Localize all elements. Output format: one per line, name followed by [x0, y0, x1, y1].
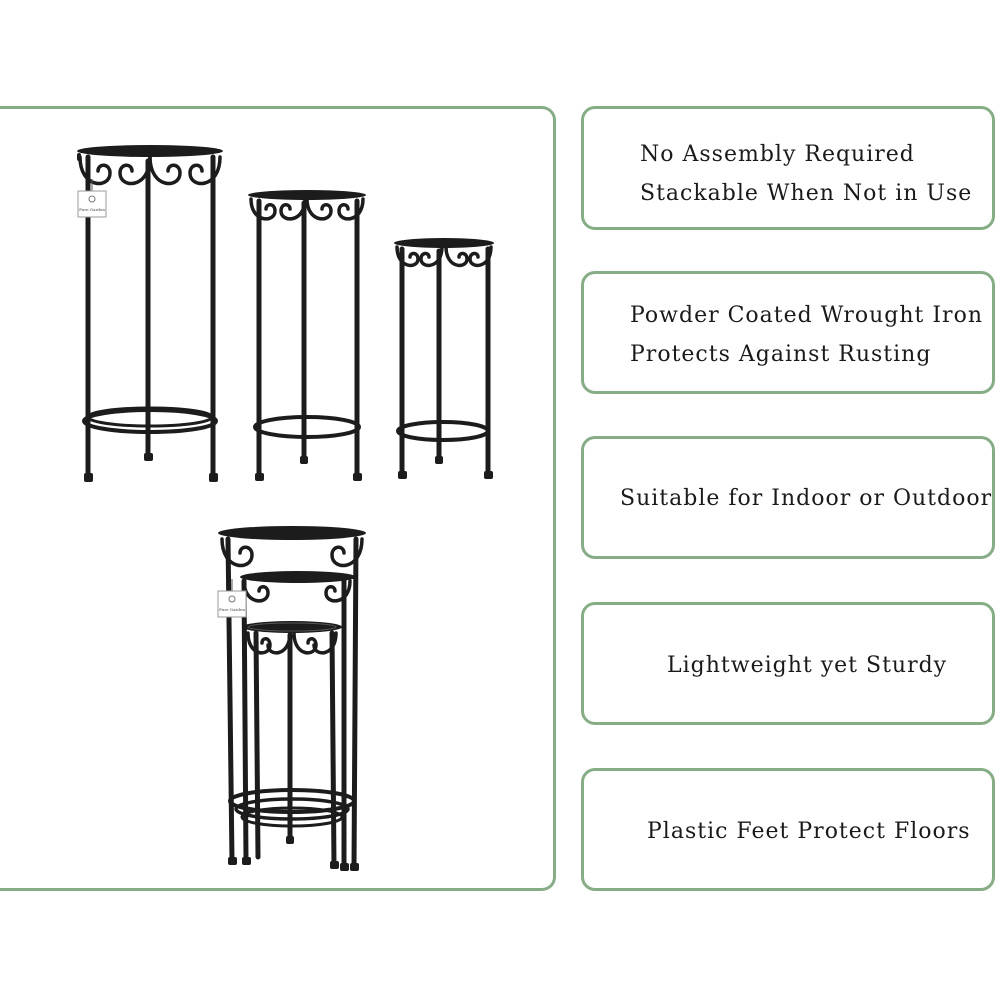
feature-box-plastic-feet: Plastic Feet Protect Floors: [581, 768, 995, 891]
feature-box-assembly: No Assembly Required Stackable When Not …: [581, 106, 995, 230]
feature-box-material: Powder Coated Wrought Iron Protects Agai…: [581, 271, 995, 394]
medium-plant-stand: [248, 190, 366, 481]
large-plant-stand: Pure Garden: [77, 145, 223, 482]
feature-box-lightweight: Lightweight yet Sturdy: [581, 602, 995, 725]
product-image-panel: .iron { stroke: #1c1c1c; fill: none; str…: [0, 106, 556, 891]
tag-brand-text: Pure Garden: [79, 207, 105, 212]
small-plant-stand: [394, 238, 494, 479]
stacked-plant-stands: Pure Garden: [217, 526, 366, 871]
feature-box-indoor-outdoor: Suitable for Indoor or Outdoor: [581, 436, 995, 559]
plant-stands-illustration: .iron { stroke: #1c1c1c; fill: none; str…: [77, 145, 494, 871]
feature-text: Plastic Feet Protect Floors: [647, 819, 971, 844]
tag-brand-text: Pure Garden: [219, 607, 245, 612]
feature-text: Lightweight yet Sturdy: [667, 653, 948, 678]
feature-text: Stackable When Not in Use: [640, 181, 973, 206]
feature-text: Powder Coated Wrought Iron: [630, 303, 983, 328]
feature-text: Suitable for Indoor or Outdoor: [620, 486, 993, 511]
feature-text: No Assembly Required: [640, 142, 915, 167]
feature-text: Protects Against Rusting: [630, 342, 932, 367]
